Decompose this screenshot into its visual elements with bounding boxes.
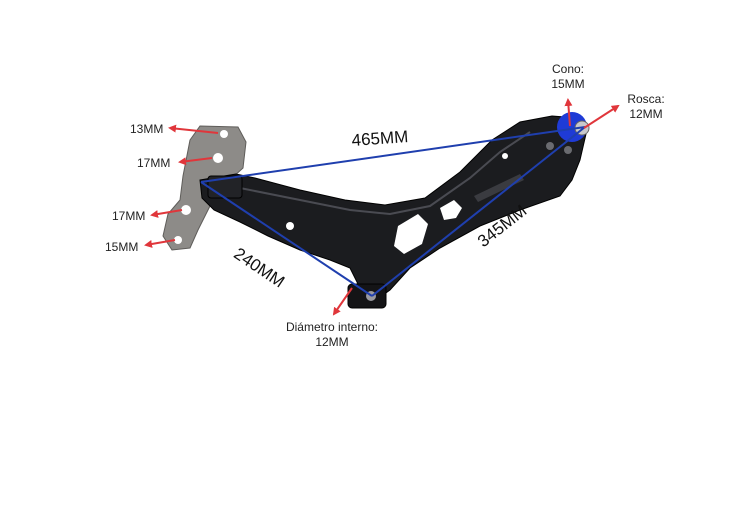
cone-callout: Cono: 15MM	[538, 62, 598, 92]
thread-value: 12MM	[629, 107, 663, 121]
hole-label-2: 17MM	[137, 156, 171, 170]
arm-hole	[502, 153, 508, 159]
bracket-hole-3	[181, 205, 191, 215]
thread-title: Rosca:	[627, 92, 665, 106]
arm-hole	[286, 222, 294, 230]
bore-title: Diámetro interno:	[285, 320, 379, 334]
cone-value: 15MM	[551, 77, 585, 91]
arrow-bore	[332, 287, 353, 316]
arm-cutout-small	[440, 200, 462, 220]
arm-bolt	[564, 146, 572, 154]
arrow-thread	[583, 104, 620, 129]
hole-label-1: 13MM	[130, 122, 164, 136]
arm-highlight	[239, 131, 531, 216]
dimension-465: 465MM	[351, 127, 409, 150]
hole-label-3: 17MM	[112, 209, 146, 223]
bracket-hole-4	[174, 236, 182, 244]
arrow-hole-4	[144, 239, 176, 248]
thread-callout: Rosca: 12MM	[616, 92, 676, 122]
measure-line-240	[200, 181, 373, 297]
measure-line-345	[371, 126, 586, 297]
arrow-hole-3	[150, 209, 183, 218]
bracket-hole-1	[220, 130, 228, 138]
arrow-cone	[564, 98, 573, 127]
arm-cutout	[394, 214, 428, 254]
arm-bolt	[546, 142, 554, 150]
measure-line-465	[200, 126, 586, 183]
hole-label-4: 15MM	[105, 240, 139, 254]
arm-rib	[474, 174, 524, 202]
bore-value: 12MM	[315, 335, 349, 349]
bracket-hole-2	[213, 153, 223, 163]
arrow-hole-1	[168, 124, 219, 134]
arrow-hole-2	[178, 157, 213, 166]
cone-title: Cono:	[551, 62, 585, 76]
bore-callout: Diámetro interno: 12MM	[272, 320, 392, 350]
